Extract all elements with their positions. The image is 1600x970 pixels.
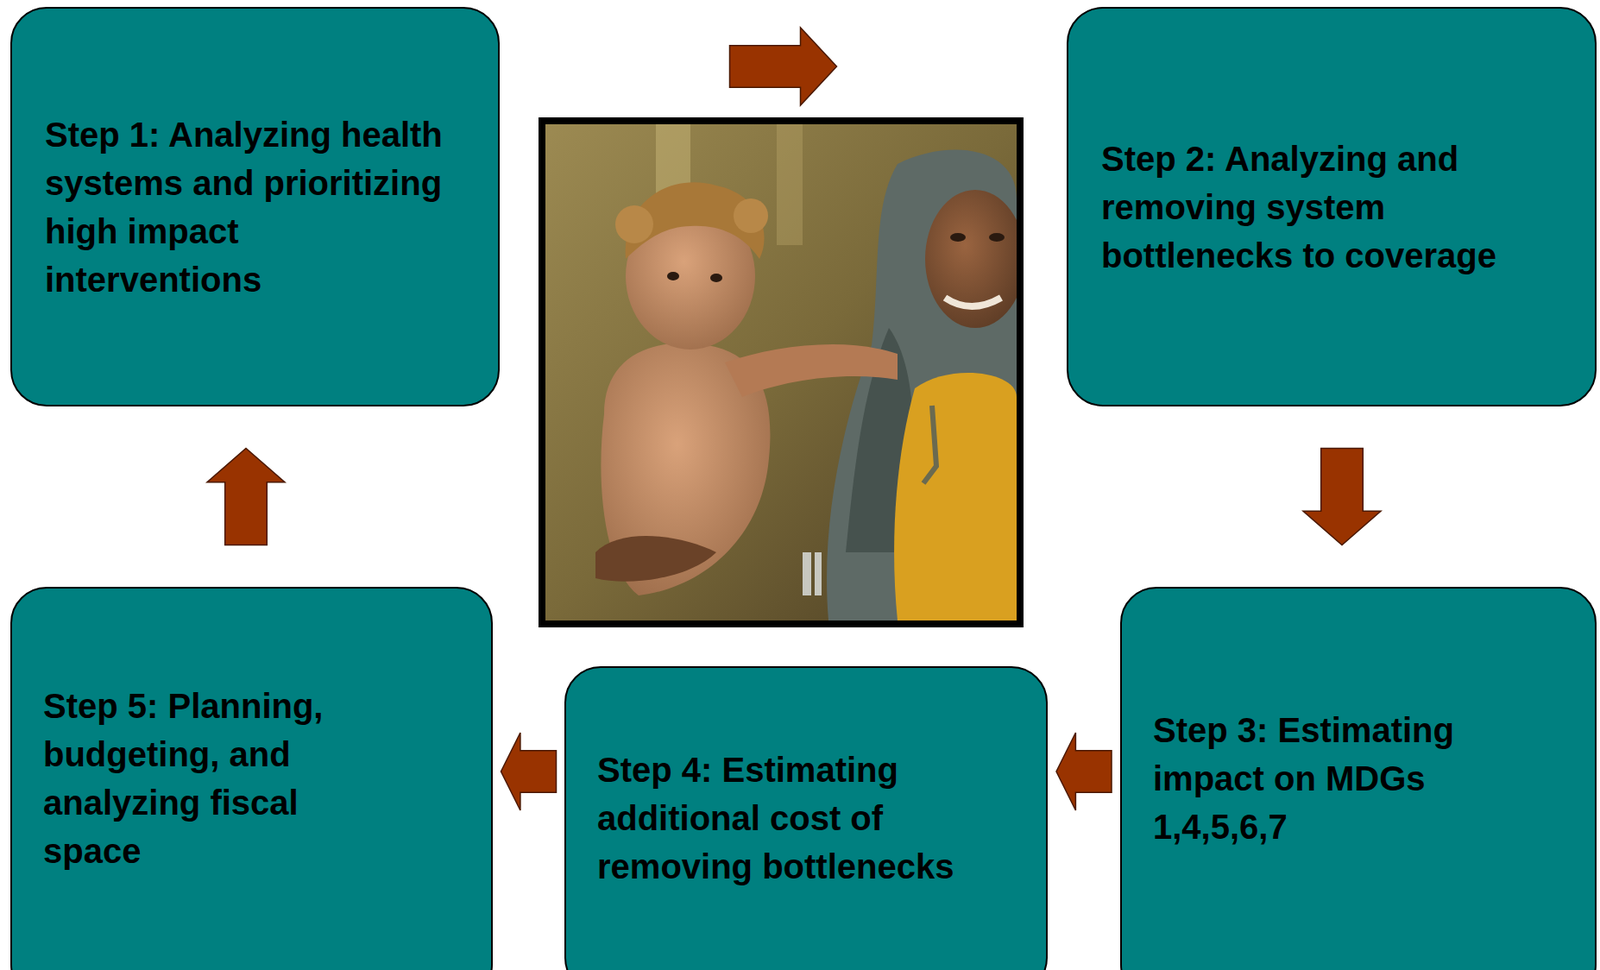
step-text-group: Step 1: Analyzing health systems and pri…	[44, 110, 451, 304]
step-label: Step 2: Analyzing and removing system bo…	[1101, 134, 1550, 280]
step-text-group: Step 2: Analyzing and removing system bo…	[1101, 134, 1550, 280]
block-arrow	[1303, 448, 1381, 546]
step-label: Step 3: Estimating impact on MDGs 1,4,5,…	[1152, 705, 1533, 851]
block-arrow	[501, 732, 557, 811]
step-label: Step 1: Analyzing health systems and pri…	[44, 110, 451, 304]
step-box: Step 5: Planning, budgeting, and analyzi…	[10, 586, 493, 970]
step-text-group: Step 4: Estimating additional cost of re…	[597, 745, 1029, 891]
step-label: Step 5: Planning, budgeting, and analyzi…	[43, 681, 406, 876]
step-box: Step 2: Analyzing and removing system bo…	[1066, 6, 1597, 407]
step-box: Step 1: Analyzing health systems and pri…	[10, 6, 500, 407]
step-text-group: Step 5: Planning, budgeting, and analyzi…	[43, 681, 406, 876]
step-box: Step 3: Estimating impact on MDGs 1,4,5,…	[1120, 586, 1597, 970]
block-arrow	[207, 448, 285, 546]
block-arrow	[730, 27, 838, 106]
step-label: Step 4: Estimating additional cost of re…	[597, 745, 1029, 891]
step-text-group: Step 3: Estimating impact on MDGs 1,4,5,…	[1152, 705, 1533, 851]
block-arrow	[1056, 732, 1112, 811]
step-box: Step 4: Estimating additional cost of re…	[564, 666, 1048, 970]
